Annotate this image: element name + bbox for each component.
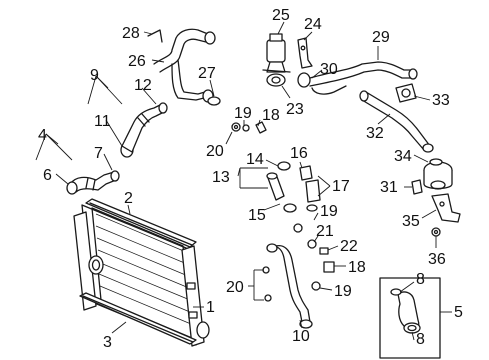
callout-23: 23 [286,101,304,118]
lower-pipe-10-part [262,223,335,329]
callout-30: 30 [320,61,338,78]
bracket-24-part [297,37,313,69]
upper-deflector-part [85,198,197,248]
lower-deflector-part [79,292,197,345]
callout-8-bottom: 8 [416,331,425,348]
callout-11: 11 [94,113,111,130]
upper-intercooler-hose-part [120,102,168,158]
callout-9: 9 [90,67,99,84]
bracket-35-part [431,193,461,237]
hose-29-part [297,61,418,95]
pump-34-part [423,158,453,190]
callout-32: 32 [366,125,384,142]
callout-18-upper: 18 [262,107,280,124]
callout-31: 31 [380,179,398,196]
callout-19-lower: 19 [334,283,352,300]
callout-6: 6 [43,167,52,184]
callout-22: 22 [340,238,358,255]
callout-17: 17 [332,178,350,195]
coolant-pipe-part [147,28,216,103]
callout-20-upper: 20 [206,143,224,160]
callout-12: 12 [134,77,152,94]
callout-3: 3 [103,334,112,351]
filter-33-part [395,83,417,103]
callout-21: 21 [316,223,334,240]
callout-18-lower: 18 [348,259,366,276]
callout-5: 5 [454,304,463,321]
callout-7: 7 [94,145,103,162]
callout-28: 28 [122,25,140,42]
callout-19-upper: 19 [234,105,252,122]
hoses-13-17-part [266,161,321,213]
callout-25: 25 [272,7,290,24]
callout-29: 29 [372,29,390,46]
callout-1: 1 [206,299,215,316]
intercooler-part [73,204,210,347]
callout-2: 2 [124,190,133,207]
clamp-27-part [207,96,221,106]
bolts-upper-part [231,121,267,134]
callout-16: 16 [290,145,308,162]
inset-box-part [379,277,441,359]
callout-10: 10 [292,328,310,345]
callout-15: 15 [248,207,266,224]
callout-35: 35 [402,213,420,230]
callout-14: 14 [246,151,264,168]
callout-13: 13 [212,169,230,186]
diverter-valve-part [262,33,291,87]
lower-intercooler-hose-part [66,170,120,195]
clip-31-part [411,179,423,195]
callout-4: 4 [38,127,47,144]
intercooler-fins [95,213,192,325]
callout-labels: 1 2 3 4 5 6 7 8 8 9 10 11 12 13 14 15 16… [38,7,463,351]
callout-34: 34 [394,148,412,165]
callout-26: 26 [128,53,146,70]
callout-20-lower: 20 [226,279,244,296]
callout-19-mid: 19 [320,203,338,220]
callout-8-top: 8 [416,271,425,288]
callout-27: 27 [198,65,216,82]
leader-lines [35,21,452,341]
callout-36: 36 [428,251,446,268]
callout-33: 33 [432,92,450,109]
callout-24: 24 [304,16,322,33]
pipe-32-part [359,90,434,153]
